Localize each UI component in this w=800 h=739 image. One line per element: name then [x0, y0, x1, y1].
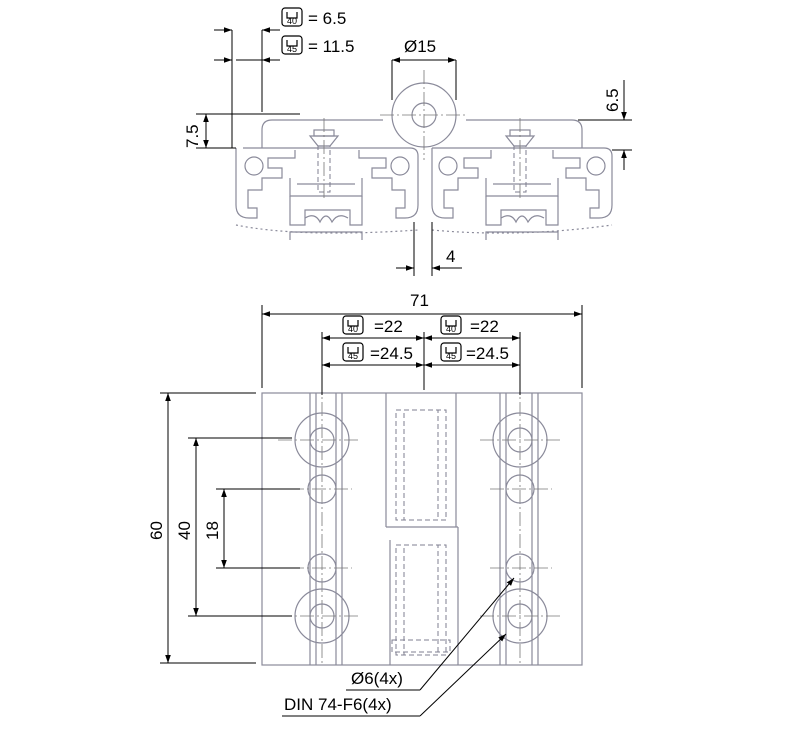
- top-left-bolt: [309, 118, 339, 200]
- left-slot-40-badge-label: 40: [348, 324, 358, 334]
- height-18-dimension: 18: [203, 488, 300, 569]
- countersunk-holes: [294, 412, 548, 644]
- top-right-bolt: [505, 118, 535, 200]
- slot-40-value: = 6.5: [308, 9, 346, 28]
- height-18-label: 18: [203, 521, 222, 540]
- right-slot-40-badge-label: 40: [446, 324, 456, 334]
- slot-45-value: = 11.5: [308, 37, 354, 56]
- height-60-dimension: 60: [147, 392, 256, 664]
- height-7-5-dimension: 7.5: [183, 113, 300, 149]
- hinge-pin: [391, 409, 451, 656]
- hinge-knuckle: [380, 70, 468, 160]
- height-40-dimension: 40: [175, 437, 292, 617]
- height-40-label: 40: [175, 521, 194, 540]
- height-7-5-label: 7.5: [183, 124, 202, 148]
- gap-4-dimension: 4: [396, 222, 462, 276]
- height-6-5-dimension: 6.5: [578, 80, 632, 170]
- screw-callout-label: DIN 74-F6(4x): [284, 695, 392, 714]
- left-slot-45-badge-label: 45: [348, 351, 358, 361]
- slot-45-badge-label: 45: [287, 44, 297, 54]
- hinge-plates: [261, 380, 583, 666]
- front-view: 71 40 =22 45 =24.5 40 =22 45: [147, 291, 583, 717]
- left-slot-40-value: =22: [374, 317, 403, 336]
- right-slot-40-value: =22: [470, 317, 499, 336]
- diameter-15-dimension: Ø15: [391, 37, 457, 100]
- width-71-label: 71: [410, 291, 429, 310]
- right-slot-45-value: =24.5: [466, 344, 509, 363]
- diameter-15-label: Ø15: [404, 37, 436, 56]
- screw-callout: DIN 74-F6(4x): [282, 633, 507, 717]
- right-slot-45-badge-label: 45: [446, 351, 456, 361]
- width-71-dimension: 71: [261, 291, 583, 388]
- left-profile: [235, 119, 419, 240]
- hole-callout: Ø6(4x): [346, 577, 515, 691]
- top-view: 40 = 6.5 45 = 11.5 Ø15 6.5: [183, 7, 632, 276]
- hole-callout-label: Ø6(4x): [351, 669, 403, 688]
- height-6-5-label: 6.5: [603, 88, 622, 112]
- height-60-label: 60: [147, 521, 166, 540]
- slot-offset-dimension: 40 = 6.5 45 = 11.5: [214, 7, 354, 148]
- slot-40-badge-label: 40: [287, 16, 297, 26]
- gap-4-label: 4: [446, 247, 455, 266]
- right-profile: [431, 119, 613, 240]
- slot-spacing-dimension: 40 =22 45 =24.5 40 =22 45 =24.5: [321, 315, 521, 395]
- left-slot-45-value: =24.5: [370, 344, 413, 363]
